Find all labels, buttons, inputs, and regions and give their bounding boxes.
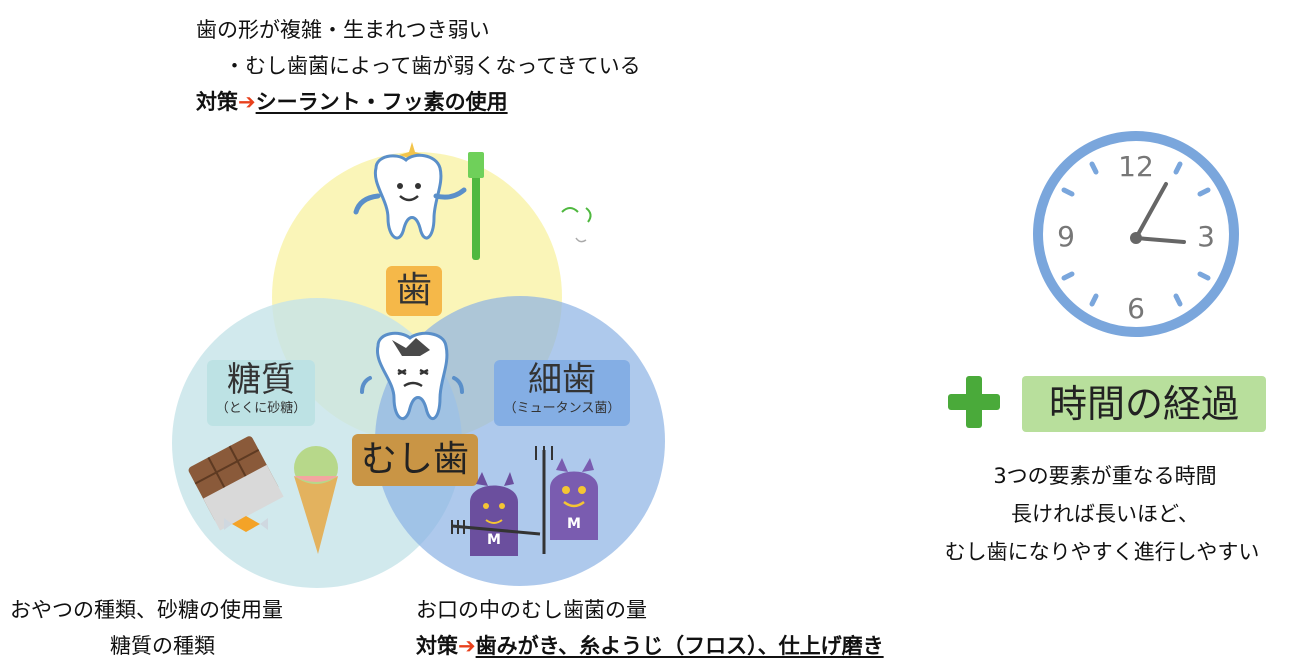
arrow-right-icon: ➔ [458, 634, 476, 658]
teeth-cause-line1: 歯の形が複雑・生まれつき弱い [196, 18, 490, 42]
sparkle-icon [561, 207, 592, 243]
bacteria-label-main: 細歯 [528, 360, 596, 400]
bacteria-monsters-icon: M M [451, 446, 598, 556]
time-elapsed-label: 時間の経過 [1022, 376, 1266, 432]
sugar-label-sub: （とくに砂糖） [215, 401, 307, 416]
clock-icon: 12 3 6 9 [1033, 131, 1239, 337]
sweets-icon [188, 436, 338, 554]
sugar-label: 糖質 （とくに砂糖） [207, 360, 315, 426]
bacteria-label: 細歯 （ミュータンス菌） [494, 360, 630, 426]
bacteria-factor-line1: お口の中のむし歯菌の量 [416, 598, 647, 622]
countermeasure-label: 対策 [196, 90, 238, 114]
countermeasure-label: 対策 [416, 634, 458, 658]
time-desc-line1: 3つの要素が重なる時間 [993, 464, 1217, 488]
sugar-factor-line2: 糖質の種類 [110, 634, 215, 658]
sugar-factor-line1: おやつの種類、砂糖の使用量 [10, 598, 283, 622]
teeth-countermeasure: 対策➔シーラント・フッ素の使用 [196, 88, 508, 116]
time-desc-line2: 長ければ長いほど、 [1011, 502, 1199, 526]
clock-numeral-3: 3 [1197, 220, 1215, 253]
sugar-label-main: 糖質 [227, 360, 295, 400]
teeth-cause-line2: ・むし歯菌によって歯が弱くなってきている [224, 54, 641, 78]
bacteria-label-sub: （ミュータンス菌） [503, 401, 621, 416]
countermeasure-text: 歯みがき、糸ようじ（フロス）、仕上げ磨き [475, 634, 884, 658]
countermeasure-text: シーラント・フッ素の使用 [255, 90, 508, 114]
clock-numeral-12: 12 [1118, 150, 1154, 183]
happy-tooth-icon [353, 142, 484, 260]
clock-numeral-9: 9 [1057, 220, 1075, 253]
plus-icon [948, 376, 1000, 428]
monster-left-letter: M [487, 532, 501, 548]
clock-minute-hand [1134, 182, 1168, 240]
bacteria-countermeasure: 対策➔歯みがき、糸ようじ（フロス）、仕上げ磨き [416, 632, 884, 660]
decay-label: むし歯 [352, 434, 478, 486]
arrow-right-icon: ➔ [238, 90, 256, 114]
time-desc-line3: むし歯になりやすく進行しやすい [944, 540, 1260, 564]
decayed-tooth-icon [360, 331, 464, 421]
clock-numeral-6: 6 [1127, 292, 1145, 325]
clock-hour-hand [1134, 236, 1186, 244]
teeth-label: 歯 [386, 266, 442, 316]
monster-right-letter: M [567, 516, 581, 532]
